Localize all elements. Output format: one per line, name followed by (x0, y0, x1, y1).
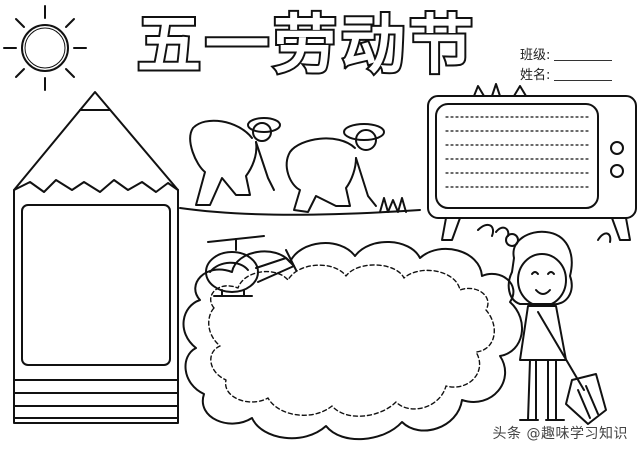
class-field: 班级: (520, 44, 613, 63)
name-label: 姓名: (520, 68, 551, 83)
class-line[interactable] (554, 60, 613, 61)
cloud-frame (182, 241, 524, 440)
tv-icon (427, 83, 637, 241)
pencil-frame (13, 91, 179, 424)
sun-icon (3, 5, 87, 91)
page-title: 五一劳动节 (135, 7, 477, 85)
watermark: 头条 @趣味学习知识 (492, 426, 628, 442)
name-line[interactable] (554, 80, 613, 81)
farmers-illustration (179, 117, 421, 216)
class-label: 班级: (520, 48, 551, 63)
name-field: 姓名: (520, 64, 613, 83)
flower-icon (477, 223, 612, 243)
girl-sweeping-illustration (505, 230, 607, 425)
